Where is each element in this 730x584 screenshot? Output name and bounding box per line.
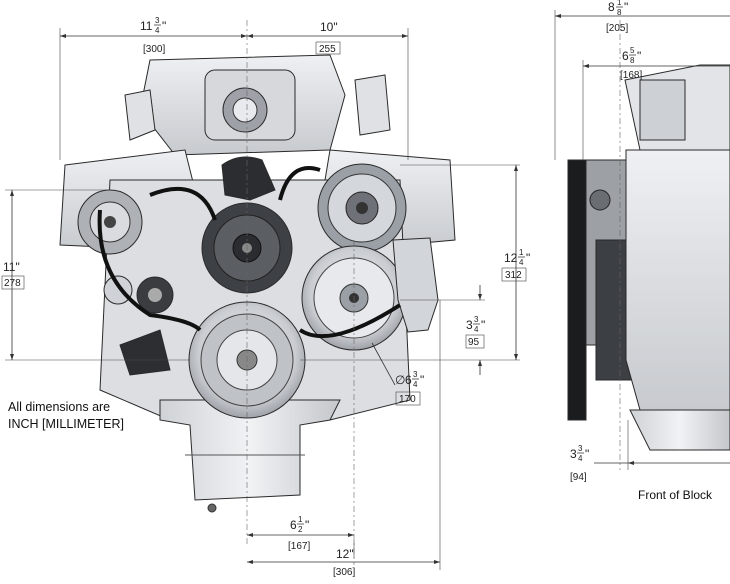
svg-text:[167]: [167]: [288, 541, 310, 552]
svg-text:3: 3: [474, 315, 479, 324]
svg-text:4: 4: [578, 454, 583, 463]
dim-side-width-full: 8 1 8 " [205]: [606, 0, 628, 34]
svg-text:": ": [305, 518, 309, 532]
svg-text:": ": [162, 19, 166, 33]
dim-front-width-right: 10" 255: [315, 20, 341, 55]
dim-pulley-offset: 3 3 4 " 95: [465, 315, 485, 349]
side-pulley-edge: [567, 159, 587, 421]
units-note-line2: INCH [MILLIMETER]: [8, 417, 124, 431]
side-oil-pan: [629, 409, 730, 451]
svg-text:312: 312: [505, 270, 522, 281]
svg-text:[94]: [94]: [570, 472, 587, 483]
dimension-lines: [5, 10, 730, 570]
svg-text:278: 278: [4, 278, 21, 289]
svg-text:95: 95: [468, 337, 480, 348]
svg-text:5: 5: [630, 46, 635, 55]
svg-text:2: 2: [298, 525, 303, 534]
serpentine-belt: [97, 166, 402, 339]
dim-side-width-part: 6 5 8 " [168]: [620, 46, 642, 81]
svg-text:[168]: [168]: [620, 70, 642, 81]
svg-text:6: 6: [622, 49, 629, 63]
front-view-engine: [59, 54, 456, 513]
svg-text:3: 3: [570, 447, 577, 461]
dim-bottom-half: 6 1 2 " [167]: [288, 515, 310, 552]
dim-front-height-right: 12 1 4 " 312: [501, 248, 530, 282]
dim-side-bottom: 3 3 4 " [94]: [570, 444, 589, 483]
svg-text:": ": [526, 251, 530, 265]
thermostat-housing: [221, 156, 276, 201]
svg-text:3: 3: [578, 444, 583, 453]
svg-text:12: 12: [504, 251, 518, 265]
svg-text:8: 8: [608, 0, 615, 14]
svg-text:": ": [637, 49, 641, 63]
svg-text:8: 8: [630, 56, 635, 65]
center-lines: [246, 20, 621, 565]
svg-text:10": 10": [320, 20, 338, 34]
side-view-engine: [567, 64, 730, 451]
svg-text:12": 12": [336, 547, 354, 561]
svg-text:170: 170: [399, 394, 416, 405]
svg-text:4: 4: [474, 325, 479, 334]
svg-text:3: 3: [413, 370, 418, 379]
svg-text:6: 6: [290, 518, 297, 532]
side-throttle: [639, 79, 686, 141]
svg-text:": ": [420, 373, 424, 387]
side-block: [625, 149, 730, 411]
svg-text:1: 1: [298, 515, 303, 524]
svg-text:4: 4: [155, 26, 160, 35]
water-inlet-pipe: [119, 329, 171, 376]
svg-text:8: 8: [617, 8, 622, 17]
svg-text:[205]: [205]: [606, 23, 628, 34]
svg-text:4: 4: [519, 258, 524, 267]
dim-front-width-left: 11 3 4 " [300]: [140, 16, 166, 55]
svg-text:1: 1: [519, 248, 524, 257]
svg-text:3: 3: [466, 318, 473, 332]
svg-text:11: 11: [140, 19, 153, 33]
svg-text:∅: ∅: [395, 373, 405, 387]
units-note: All dimensions are INCH [MILLIMETER]: [8, 399, 178, 433]
drain-plug: [207, 503, 217, 513]
svg-text:3: 3: [155, 16, 160, 25]
power-steering-reservoir: [392, 237, 439, 333]
svg-text:255: 255: [319, 44, 336, 55]
left-valve-cover-tube: [124, 89, 156, 141]
svg-text:[300]: [300]: [143, 44, 165, 55]
svg-text:11": 11": [3, 260, 20, 274]
svg-text:1: 1: [617, 0, 622, 7]
dim-bottom-full: 12" [306]: [333, 547, 355, 578]
svg-text:": ": [624, 0, 628, 14]
oil-pan: [159, 399, 341, 501]
idler-pulley: [103, 275, 133, 305]
dim-pulley-diameter: ∅ 6 3 4 " 170: [395, 370, 424, 406]
svg-text:": ": [585, 447, 589, 461]
svg-text:": ": [481, 318, 485, 332]
svg-text:6: 6: [405, 373, 412, 387]
dim-front-height-left: 11" 278: [1, 260, 25, 290]
svg-text:4: 4: [413, 380, 418, 389]
units-note-line1: All dimensions are: [8, 400, 111, 414]
right-fuel-rail: [354, 74, 391, 136]
side-view-caption: Front of Block: [638, 488, 713, 502]
svg-text:[306]: [306]: [333, 567, 355, 578]
